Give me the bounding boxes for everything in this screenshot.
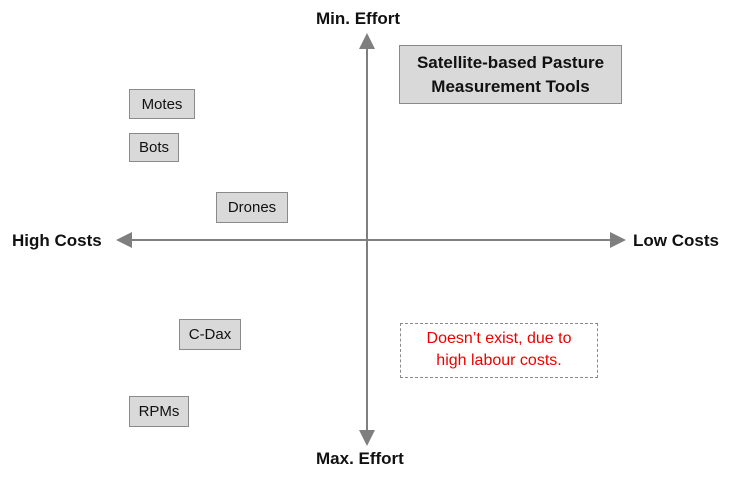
axis-label-top: Min. Effort	[316, 9, 401, 28]
item-bots: Bots	[129, 133, 179, 162]
axis-label-left: High Costs	[12, 231, 102, 250]
item-c-dax: C-Dax	[179, 319, 241, 350]
satellite-tools-line1: Satellite-based Pasture	[416, 53, 605, 72]
empty-quadrant-note: Doesn’t exist, due to high labour costs.	[400, 323, 598, 378]
item-rpms: RPMs	[129, 396, 189, 427]
axis-label-bottom: Max. Effort	[316, 449, 404, 468]
item-motes: Motes	[129, 89, 195, 119]
item-drones: Drones	[216, 192, 288, 223]
axis-label-right: Low Costs	[633, 231, 719, 250]
satellite-tools-line2: Measurement Tools	[431, 77, 590, 96]
note-line1: Doesn’t exist, due to	[426, 330, 572, 347]
note-line2: high labour costs.	[436, 352, 562, 369]
satellite-tools-box: Satellite-based Pasture Measurement Tool…	[399, 45, 622, 104]
